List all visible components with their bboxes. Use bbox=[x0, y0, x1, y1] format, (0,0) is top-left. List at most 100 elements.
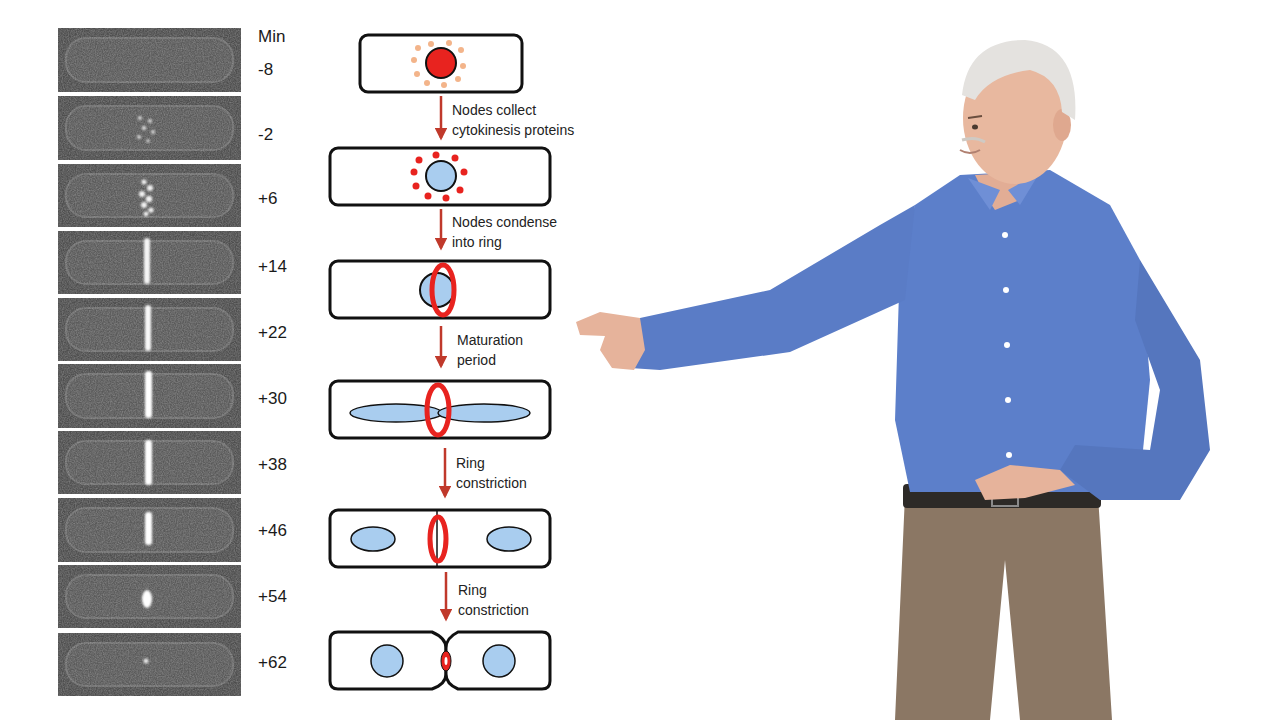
presenter-figure bbox=[962, 40, 1075, 120]
micrograph bbox=[58, 28, 241, 92]
time-label: +54 bbox=[258, 587, 287, 607]
cell-stage bbox=[438, 404, 530, 422]
micrograph bbox=[58, 364, 241, 428]
presenter-figure bbox=[895, 170, 1150, 492]
cell-stage bbox=[441, 82, 447, 88]
cell-stage bbox=[441, 651, 451, 671]
micrograph bbox=[58, 231, 241, 294]
step-label: Nodes condense into ring bbox=[452, 212, 564, 252]
cell-stage bbox=[330, 261, 550, 318]
micrograph bbox=[145, 512, 152, 545]
cell-stage bbox=[483, 645, 515, 677]
cell-stage bbox=[330, 148, 550, 205]
micrograph bbox=[145, 371, 152, 418]
micrograph bbox=[58, 28, 241, 92]
presenter-figure bbox=[968, 116, 982, 118]
micrograph bbox=[148, 119, 152, 123]
cell-stage bbox=[424, 80, 430, 86]
time-label: +46 bbox=[258, 521, 287, 541]
cell-stage bbox=[330, 510, 550, 567]
cell-stage bbox=[330, 632, 550, 689]
presenter-figure bbox=[975, 465, 1075, 500]
stage-arrows bbox=[441, 96, 446, 619]
micrograph bbox=[144, 238, 150, 284]
cell-stage bbox=[330, 381, 550, 438]
micrograph bbox=[138, 116, 142, 120]
presenter-figure bbox=[1060, 260, 1210, 500]
cell-stage bbox=[487, 527, 531, 551]
cell-stage bbox=[411, 40, 466, 88]
cell-stage bbox=[330, 381, 550, 438]
micrograph bbox=[141, 202, 147, 208]
cell-stage bbox=[411, 169, 418, 176]
presenter-figure bbox=[895, 495, 1112, 720]
stage-arrows bbox=[445, 572, 448, 619]
micrograph bbox=[148, 207, 153, 212]
micrograph bbox=[58, 633, 241, 696]
micrograph bbox=[58, 231, 241, 294]
micrograph bbox=[58, 164, 241, 227]
micrograph bbox=[139, 191, 145, 197]
cell-stage bbox=[360, 35, 522, 92]
time-label: +6 bbox=[258, 189, 277, 209]
cell-stage bbox=[411, 152, 468, 202]
cell-stage bbox=[426, 48, 456, 78]
micrograph bbox=[58, 96, 241, 160]
cell-stage bbox=[446, 632, 550, 689]
micrograph bbox=[146, 139, 150, 143]
cell-stage bbox=[455, 76, 461, 82]
presenter-figure bbox=[960, 150, 980, 153]
cell-stage bbox=[426, 161, 456, 191]
time-label: +30 bbox=[258, 389, 287, 409]
cell-stage bbox=[452, 155, 459, 162]
presenter-figure bbox=[1003, 287, 1009, 293]
time-label: +62 bbox=[258, 653, 287, 673]
unit-label: Min bbox=[258, 27, 285, 47]
time-label: -8 bbox=[258, 60, 273, 80]
stage-arrows bbox=[440, 326, 443, 366]
micrograph bbox=[58, 498, 241, 562]
cell-stage bbox=[413, 183, 420, 190]
cell-stage bbox=[415, 45, 421, 51]
cell-stage bbox=[445, 657, 448, 665]
cell-stage bbox=[414, 71, 420, 77]
micrograph bbox=[58, 431, 241, 494]
micrograph bbox=[58, 96, 241, 160]
micrograph bbox=[58, 498, 241, 562]
step-label: Nodes collect cytokinesis proteins bbox=[452, 100, 602, 140]
cell-stage bbox=[461, 169, 468, 176]
micrograph bbox=[58, 565, 241, 628]
micrograph bbox=[145, 440, 152, 485]
presenter-figure bbox=[1006, 452, 1012, 458]
micrograph bbox=[137, 116, 155, 143]
cell-stage bbox=[360, 35, 522, 92]
micrograph bbox=[58, 364, 241, 428]
stage-arrows bbox=[440, 96, 443, 138]
step-label: Ring constriction bbox=[458, 580, 553, 620]
presenter-figure bbox=[576, 312, 645, 370]
micrograph bbox=[144, 212, 149, 217]
step-label: Maturation period bbox=[457, 330, 539, 370]
micrograph bbox=[58, 231, 241, 294]
micrograph bbox=[58, 28, 241, 92]
cell-stage bbox=[330, 510, 550, 567]
time-label: +38 bbox=[258, 455, 287, 475]
cell-stage bbox=[427, 385, 449, 435]
cell-stage bbox=[420, 273, 454, 307]
presenter-figure bbox=[972, 125, 978, 130]
presenter-figure bbox=[962, 138, 985, 142]
cell-stage bbox=[432, 265, 454, 315]
micrograph bbox=[58, 164, 241, 227]
cell-stage bbox=[430, 517, 446, 561]
time-label: +14 bbox=[258, 257, 287, 277]
cell-stage bbox=[457, 187, 464, 194]
cell-stage bbox=[428, 41, 434, 47]
cell-stage bbox=[443, 195, 450, 202]
micrograph bbox=[137, 135, 141, 139]
micrograph bbox=[58, 633, 241, 696]
micrograph bbox=[146, 196, 152, 202]
stage-arrows bbox=[444, 448, 447, 496]
micrograph-column bbox=[58, 28, 241, 696]
cell-stage bbox=[425, 193, 432, 200]
